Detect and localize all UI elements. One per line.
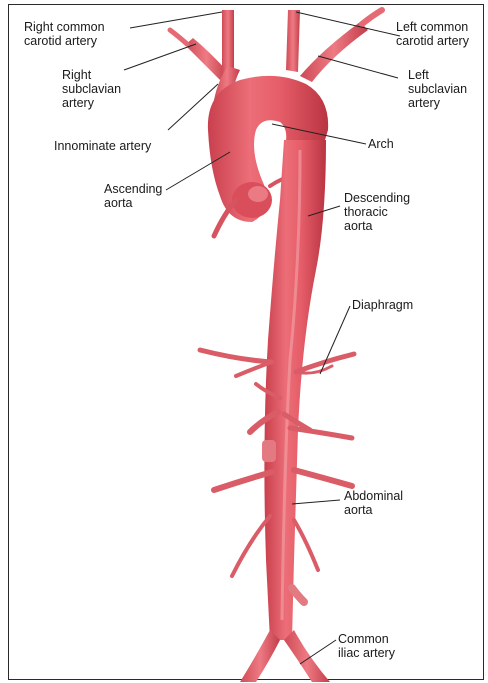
label-ascending-aorta: Ascending aorta <box>104 182 162 210</box>
leader-abdominal-aorta <box>292 500 340 504</box>
leader-diaphragm <box>320 306 350 374</box>
label-descending-thoracic: Descending thoracic aorta <box>344 191 410 233</box>
label-right-subclavian: Right subclavian artery <box>62 68 121 110</box>
label-right-common-carotid: Right common carotid artery <box>24 20 105 48</box>
leader-left-subclavian <box>318 56 398 78</box>
right-subclavian-artery <box>170 30 228 80</box>
label-arch: Arch <box>368 137 394 151</box>
label-abdominal-aorta: Abdominal aorta <box>344 489 403 517</box>
left-subclavian-artery <box>300 10 382 82</box>
label-common-iliac: Common iliac artery <box>338 632 395 660</box>
leader-right-subclavian <box>124 44 196 70</box>
superior-mesenteric-stub <box>262 440 276 462</box>
label-innominate: Innominate artery <box>54 139 151 153</box>
leader-right-common-carotid <box>130 12 222 28</box>
label-left-subclavian: Left subclavian artery <box>408 68 467 110</box>
left-common-carotid-artery <box>286 10 300 72</box>
label-diaphragm: Diaphragm <box>352 298 413 312</box>
label-left-common-carotid: Left common carotid artery <box>396 20 469 48</box>
